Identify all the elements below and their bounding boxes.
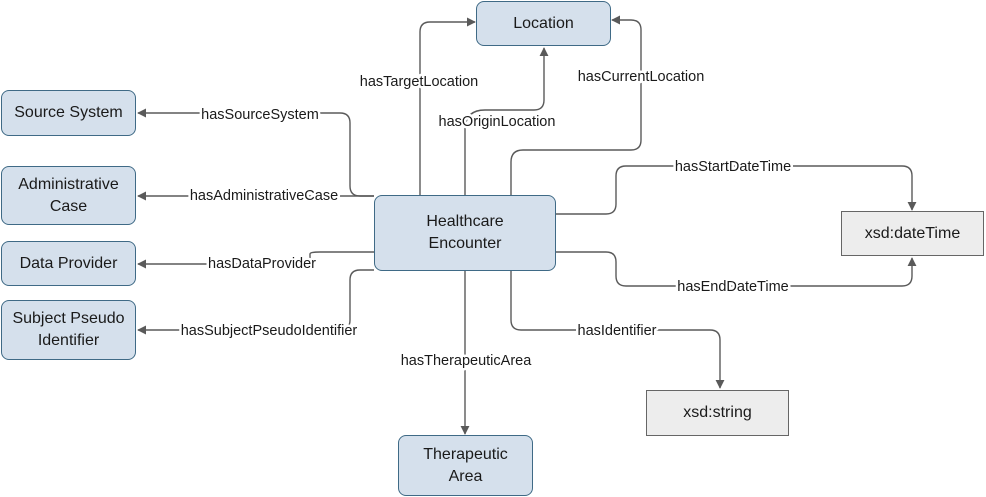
node-xsd-string[interactable]: xsd:string [646, 390, 789, 436]
label-has-data-provider: hasDataProvider [208, 256, 316, 272]
node-location-label: Location [513, 14, 574, 32]
edge-has-subject-pseudo-identifier [137, 269, 374, 335]
node-healthcare-encounter-line-2: Encounter [428, 235, 502, 252]
edge-has-start-date-time [556, 165, 917, 215]
edge-has-identifier [510, 270, 725, 389]
edge-has-origin-location [464, 47, 549, 196]
edge-has-data-provider [137, 251, 374, 269]
node-healthcare-encounter-line-1: Healthcare [426, 213, 504, 230]
node-location[interactable]: Location [476, 1, 611, 46]
label-has-identifier: hasIdentifier [578, 323, 657, 339]
label-has-source-system: hasSourceSystem [201, 107, 319, 123]
node-therapeutic-area-line-2: Area [448, 467, 483, 485]
node-xsd-datetime[interactable]: xsd:dateTime [841, 211, 984, 256]
edge-has-current-location [510, 15, 642, 196]
label-has-therapeutic-area: hasTherapeuticArea [401, 353, 533, 369]
node-xsd-string-label: xsd:string [683, 404, 752, 421]
node-administrative-case-line-1: Administrative [18, 175, 119, 193]
node-xsd-datetime-label: xsd:dateTime [864, 224, 961, 242]
node-therapeutic-area-line-1: Therapeutic [423, 445, 508, 463]
label-has-subject-pseudo-identifier: hasSubjectPseudoIdentifier [181, 323, 358, 339]
node-source-system[interactable]: Source System [1, 90, 136, 136]
node-subject-pseudo-identifier[interactable]: Subject Pseudo Identifier [1, 300, 136, 360]
node-source-system-label: Source System [14, 104, 123, 121]
label-has-current-location: hasCurrentLocation [578, 69, 705, 85]
node-administrative-case-line-2: Case [49, 197, 88, 215]
node-subject-pseudo-identifier-line-2: Identifier [37, 332, 100, 349]
label-has-start-date-time: hasStartDateTime [675, 159, 791, 175]
node-data-provider[interactable]: Data Provider [1, 241, 136, 286]
label-has-administrative-case: hasAdministrativeCase [190, 188, 338, 204]
edge-has-target-location [419, 17, 476, 196]
label-has-end-date-time: hasEndDateTime [677, 279, 789, 295]
label-has-origin-location: hasOriginLocation [439, 114, 556, 130]
node-healthcare-encounter[interactable]: Healthcare Encounter [374, 195, 556, 271]
edge-has-end-date-time [556, 251, 917, 287]
node-therapeutic-area[interactable]: Therapeutic Area [398, 435, 533, 496]
edge-has-source-system [137, 108, 374, 197]
node-data-provider-label: Data Provider [19, 254, 118, 272]
node-subject-pseudo-identifier-line-1: Subject Pseudo [12, 310, 125, 327]
label-has-target-location: hasTargetLocation [360, 74, 479, 90]
node-administrative-case[interactable]: Administrative Case [1, 166, 136, 225]
